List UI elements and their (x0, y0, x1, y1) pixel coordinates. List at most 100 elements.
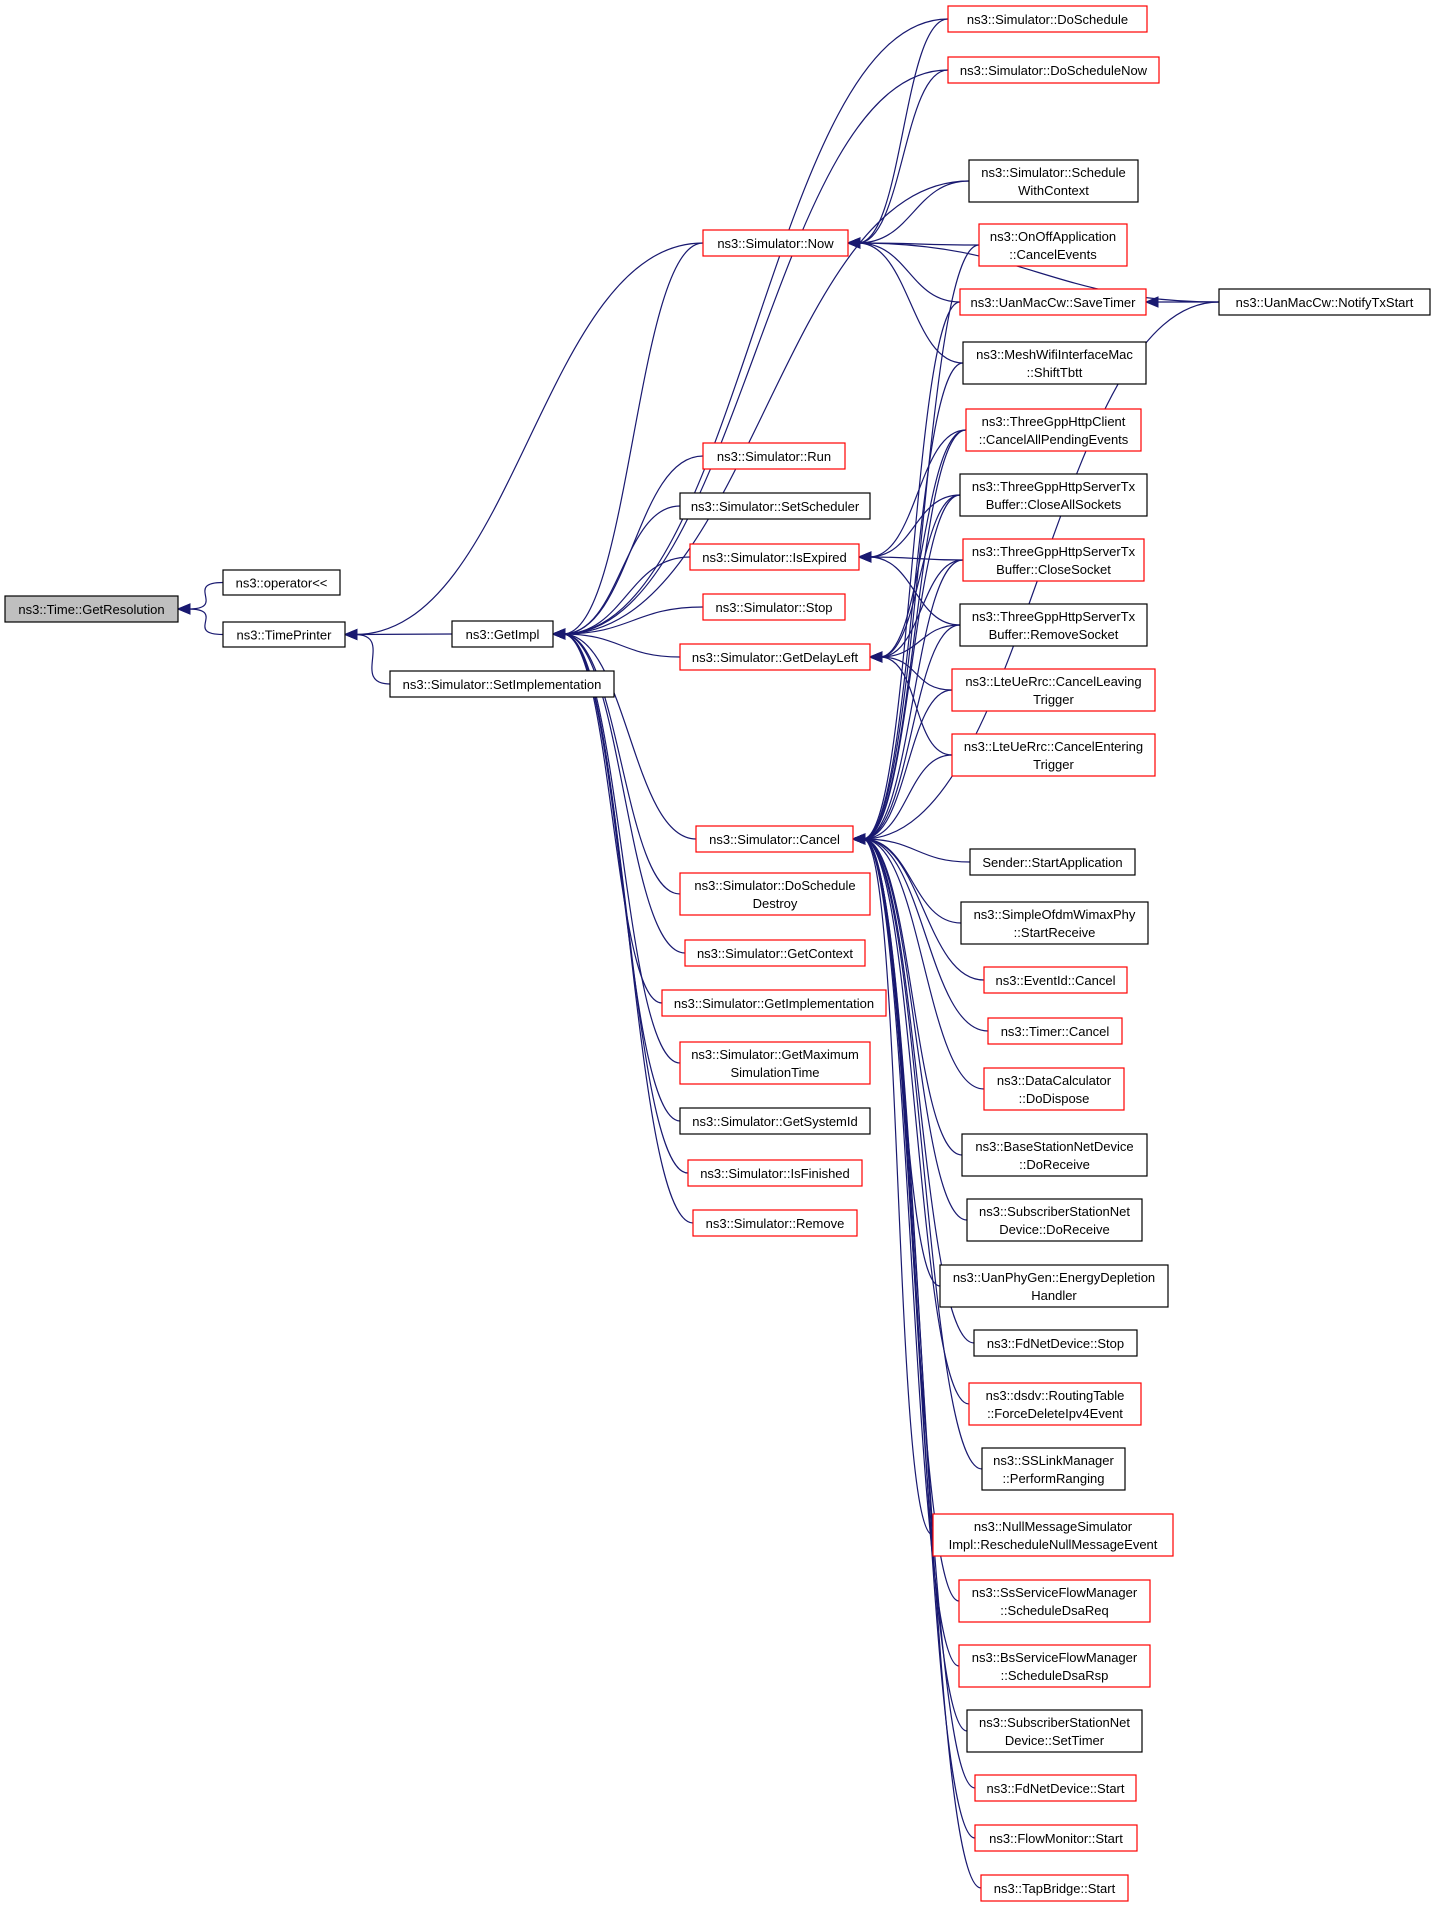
node-box[interactable] (947, 56, 1160, 84)
node-box[interactable] (961, 1133, 1148, 1177)
graph-node-tapbridge[interactable]: ns3::TapBridge::Start (980, 1874, 1129, 1902)
node-box[interactable] (1218, 288, 1431, 316)
node-box[interactable] (679, 1107, 871, 1135)
graph-node-sssettimer[interactable]: ns3::SubscriberStationNetDevice::SetTime… (966, 1709, 1143, 1753)
node-box[interactable] (987, 1017, 1123, 1045)
node-box[interactable] (980, 1874, 1129, 1902)
graph-node-getdelay[interactable]: ns3::Simulator::GetDelayLeft (679, 643, 871, 671)
node-box[interactable] (692, 1209, 858, 1237)
node-box[interactable] (661, 989, 887, 1017)
node-box[interactable] (687, 1159, 863, 1187)
node-box[interactable] (973, 1329, 1138, 1357)
node-box[interactable] (222, 621, 346, 648)
graph-node-getctx[interactable]: ns3::Simulator::GetContext (684, 939, 866, 967)
graph-node-now[interactable]: ns3::Simulator::Now (702, 229, 849, 257)
node-box[interactable] (966, 1198, 1143, 1242)
graph-node-doschednow[interactable]: ns3::Simulator::DoScheduleNow (947, 56, 1160, 84)
node-box[interactable] (965, 408, 1142, 452)
node-box[interactable] (389, 670, 615, 698)
node-box[interactable] (702, 229, 849, 257)
graph-node-ssnet[interactable]: ns3::SubscriberStationNetDevice::DoRecei… (966, 1198, 1143, 1242)
node-box[interactable] (978, 223, 1128, 267)
graph-node-run[interactable]: ns3::Simulator::Run (702, 442, 846, 470)
node-box[interactable] (983, 1067, 1125, 1111)
node-box[interactable] (959, 603, 1148, 647)
graph-node-setsched[interactable]: ns3::Simulator::SetScheduler (679, 492, 871, 520)
node-box[interactable] (969, 848, 1136, 876)
graph-node-fdstop[interactable]: ns3::FdNetDevice::Stop (973, 1329, 1138, 1357)
node-box[interactable] (966, 1709, 1143, 1753)
node-box[interactable] (951, 668, 1156, 712)
node-box[interactable] (959, 473, 1148, 517)
graph-node-bsnet[interactable]: ns3::BaseStationNetDevice::DoReceive (961, 1133, 1148, 1177)
graph-node-eventid[interactable]: ns3::EventId::Cancel (983, 966, 1128, 994)
graph-node-meshshift[interactable]: ns3::MeshWifiInterfaceMac::ShiftTbtt (962, 341, 1147, 385)
node-box[interactable] (4, 595, 179, 623)
node-box[interactable] (974, 1824, 1138, 1852)
graph-node-timer[interactable]: ns3::Timer::Cancel (987, 1017, 1123, 1045)
node-box[interactable] (222, 569, 341, 596)
graph-node-cancel[interactable]: ns3::Simulator::Cancel (695, 825, 854, 853)
graph-node-dsdv[interactable]: ns3::dsdv::RoutingTable::ForceDeleteIpv4… (968, 1382, 1142, 1426)
node-box[interactable] (958, 1579, 1151, 1623)
graph-node-uannotify[interactable]: ns3::UanMacCw::NotifyTxStart (1218, 288, 1431, 316)
graph-node-fdstart[interactable]: ns3::FdNetDevice::Start (974, 1774, 1137, 1802)
graph-node-ofdm[interactable]: ns3::SimpleOfdmWimaxPhy::StartReceive (960, 901, 1149, 945)
graph-node-nullmsg[interactable]: ns3::NullMessageSimulatorImpl::Reschedul… (932, 1513, 1174, 1557)
node-box[interactable] (679, 492, 871, 520)
node-box[interactable] (951, 733, 1156, 777)
graph-node-getimplementation[interactable]: ns3::Simulator::GetImplementation (661, 989, 887, 1017)
node-box[interactable] (689, 543, 860, 571)
node-box[interactable] (684, 939, 866, 967)
graph-node-datacalc[interactable]: ns3::DataCalculator::DoDispose (983, 1067, 1125, 1111)
graph-node-bsflow[interactable]: ns3::BsServiceFlowManager::ScheduleDsaRs… (958, 1644, 1151, 1688)
node-box[interactable] (960, 901, 1149, 945)
node-box[interactable] (974, 1774, 1137, 1802)
graph-node-httpremove[interactable]: ns3::ThreeGppHttpServerTxBuffer::RemoveS… (959, 603, 1148, 647)
graph-node-getsys[interactable]: ns3::Simulator::GetSystemId (679, 1107, 871, 1135)
node-box[interactable] (958, 1644, 1151, 1688)
graph-node-dosched[interactable]: ns3::Simulator::DoSchedule (947, 5, 1148, 33)
node-box[interactable] (679, 643, 871, 671)
node-box[interactable] (679, 872, 871, 916)
node-box[interactable] (983, 966, 1128, 994)
node-box[interactable] (959, 288, 1147, 316)
graph-node-setimpl[interactable]: ns3::Simulator::SetImplementation (389, 670, 615, 698)
graph-node-httpclose[interactable]: ns3::ThreeGppHttpServerTxBuffer::CloseSo… (962, 538, 1145, 582)
graph-node-httpclient[interactable]: ns3::ThreeGppHttpClient::CancelAllPendin… (965, 408, 1142, 452)
node-box[interactable] (962, 538, 1145, 582)
graph-node-remove[interactable]: ns3::Simulator::Remove (692, 1209, 858, 1237)
node-box[interactable] (981, 1447, 1126, 1491)
node-box[interactable] (679, 1041, 871, 1085)
graph-node-isexp[interactable]: ns3::Simulator::IsExpired (689, 543, 860, 571)
graph-node-root[interactable]: ns3::Time::GetResolution (4, 595, 179, 623)
node-box[interactable] (947, 5, 1148, 33)
node-box[interactable] (939, 1264, 1169, 1308)
graph-node-stop[interactable]: ns3::Simulator::Stop (702, 593, 846, 621)
graph-node-oplt[interactable]: ns3::operator<< (222, 569, 341, 596)
node-box[interactable] (932, 1513, 1174, 1557)
node-box[interactable] (451, 620, 554, 648)
node-box[interactable] (702, 442, 846, 470)
node-box[interactable] (968, 159, 1139, 203)
node-box[interactable] (702, 593, 846, 621)
graph-node-getimpl[interactable]: ns3::GetImpl (451, 620, 554, 648)
node-box[interactable] (968, 1382, 1142, 1426)
graph-node-onoff[interactable]: ns3::OnOffApplication::CancelEvents (978, 223, 1128, 267)
graph-node-ssflow[interactable]: ns3::SsServiceFlowManager::ScheduleDsaRe… (958, 1579, 1151, 1623)
graph-node-timeprinter[interactable]: ns3::TimePrinter (222, 621, 346, 648)
graph-node-uansave[interactable]: ns3::UanMacCw::SaveTimer (959, 288, 1147, 316)
graph-node-isfin[interactable]: ns3::Simulator::IsFinished (687, 1159, 863, 1187)
graph-node-sender[interactable]: Sender::StartApplication (969, 848, 1136, 876)
graph-node-flowmon[interactable]: ns3::FlowMonitor::Start (974, 1824, 1138, 1852)
graph-node-httpcloseall[interactable]: ns3::ThreeGppHttpServerTxBuffer::CloseAl… (959, 473, 1148, 517)
node-box[interactable] (695, 825, 854, 853)
graph-node-sslink[interactable]: ns3::SSLinkManager::PerformRanging (981, 1447, 1126, 1491)
node-box[interactable] (962, 341, 1147, 385)
